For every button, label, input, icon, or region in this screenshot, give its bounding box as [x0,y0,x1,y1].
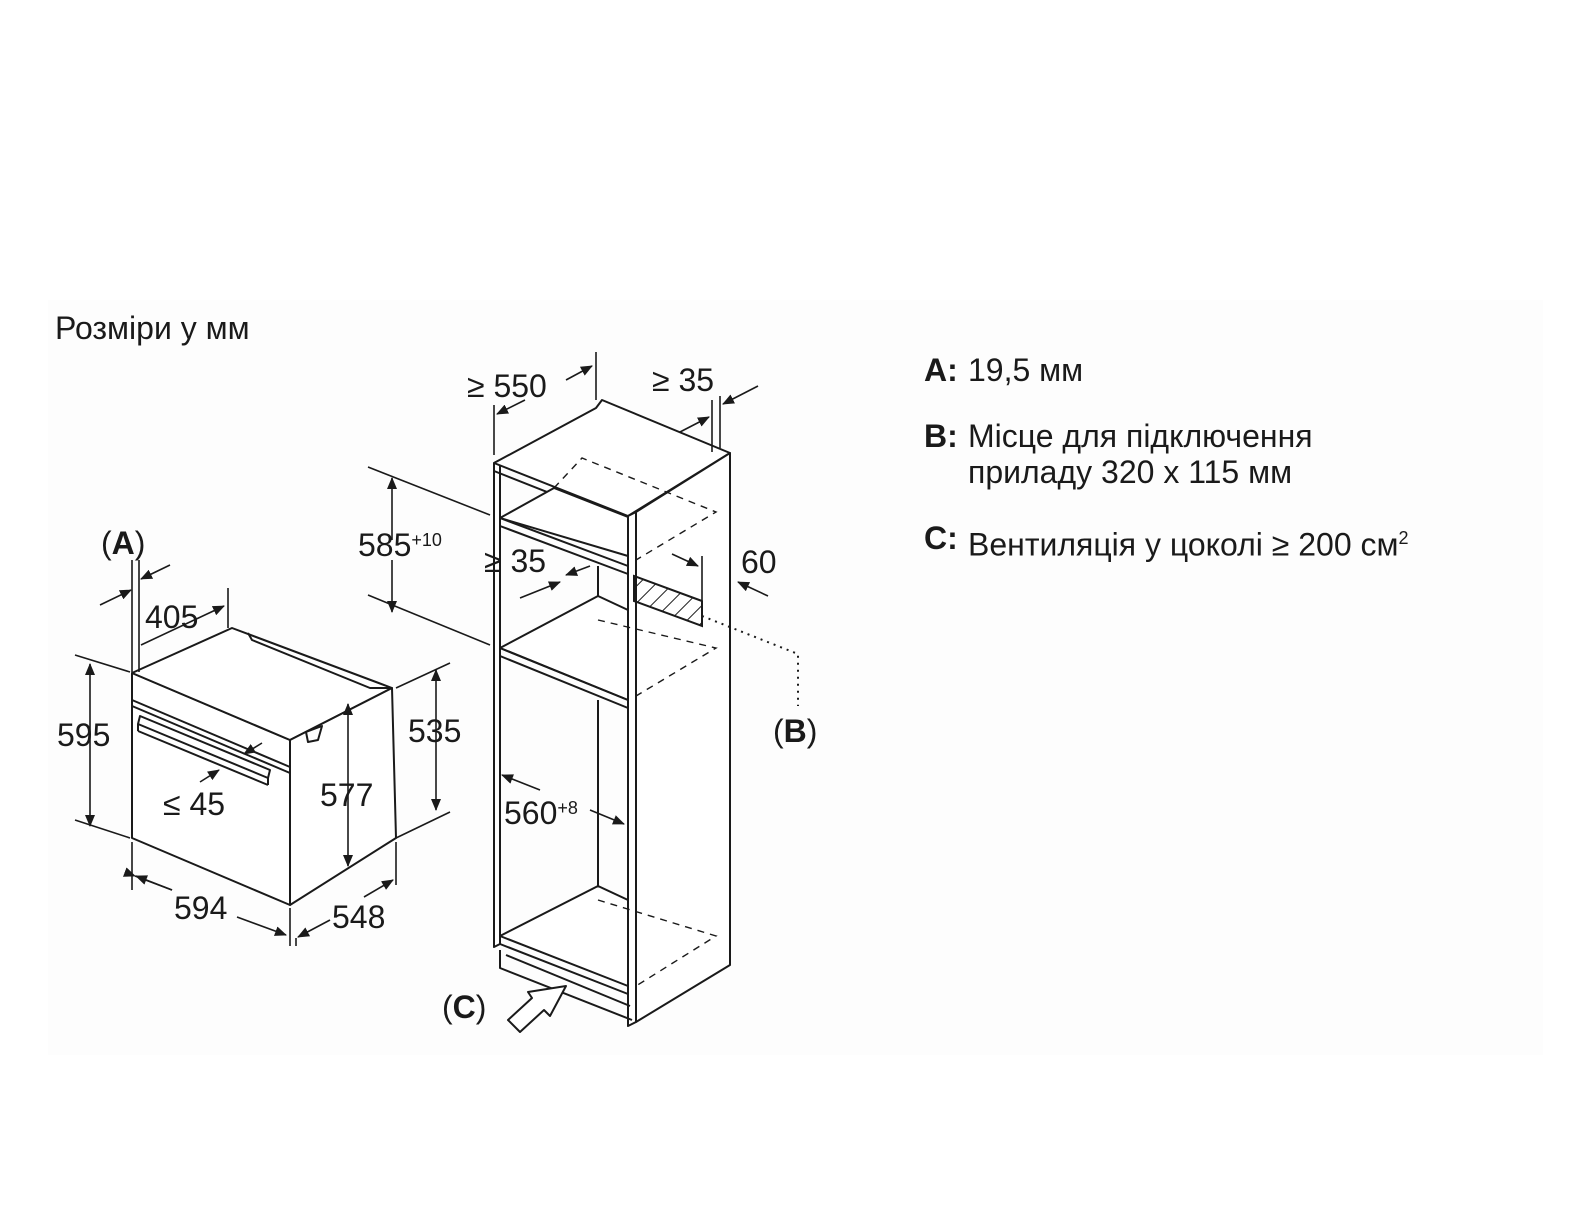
callout-a-close: ) [135,525,146,561]
legend-item-a: A: 19,5 мм [924,352,1409,388]
callout-c-close: ) [476,989,487,1025]
legend-text-b: Місце для підключення приладу 320 x 115 … [968,418,1313,490]
legend-text-c-main: Вентиляція у цоколі ≥ 200 см [968,526,1399,563]
legend-key-c: C: [924,520,958,556]
label-oven-height: 595 [57,717,110,753]
bottom-shelf [499,885,629,987]
oven-dimensions [74,560,451,946]
oven-rear-step [247,632,392,689]
legend-item-c: C: Вентиляція у цоколі ≥ 200 см2 [924,520,1409,563]
callout-a: (A) [101,525,145,561]
oven-shelf [499,595,629,701]
callout-b-open: ( [773,713,784,749]
legend-key-a: A: [924,352,958,388]
control-panel-line [131,699,291,768]
cabinet-dimensions [367,352,769,825]
cabinet-top [493,399,731,517]
label-oven-depth: 548 [332,899,385,935]
plinth [499,950,633,1021]
legend: A: 19,5 мм B: Місце для підключення прил… [924,352,1409,593]
legend-text-c-sup: 2 [1398,528,1409,548]
connection-area-hatch [633,574,703,628]
oven-latch [305,725,323,743]
label-niche-width-tolerance: +8 [557,798,578,818]
label-cabinet-depth: ≥ 550 [467,368,547,404]
callout-b-letter: B [784,713,807,749]
callout-c-letter: C [453,989,476,1025]
label-rear-gap: 60 [741,544,777,580]
label-niche-height-value: 585 [358,527,411,563]
callout-c: (C) [442,989,486,1025]
oven-handle [137,715,271,779]
legend-text-a: 19,5 мм [968,352,1084,388]
hidden-edges [553,457,718,987]
vent-arrow [507,985,567,1033]
connection-area [633,574,799,706]
legend-item-b: B: Місце для підключення приладу 320 x 1… [924,418,1409,490]
cabinet [493,399,731,1027]
legend-key-b: B: [924,418,958,454]
callout-b: (B) [773,713,817,749]
page-title: Розміри у мм [55,310,250,346]
label-oven-inner-height: 577 [320,777,373,813]
upper-shelf [499,487,629,557]
label-handle-depth: ≤ 45 [163,786,225,822]
legend-text-c: Вентиляція у цоколі ≥ 200 см2 [968,520,1409,563]
label-oven-width: 594 [174,890,227,926]
callout-a-open: ( [101,525,112,561]
cabinet-left-panel [493,459,501,948]
callout-c-open: ( [442,989,453,1025]
callout-a-letter: A [112,525,135,561]
label-oven-body-depth: 405 [145,599,198,635]
oven [131,627,397,906]
callout-b-close: ) [807,713,818,749]
label-oven-rear-height: 535 [408,713,461,749]
label-cabinet-wall: ≥ 35 [652,362,714,398]
label-niche-height-tolerance: +10 [411,530,442,550]
label-niche-width: 560+8 [504,795,578,831]
label-niche-height: 585+10 [358,527,442,563]
label-vent-gap: ≥ 35 [484,543,546,579]
label-niche-width-value: 560 [504,795,557,831]
